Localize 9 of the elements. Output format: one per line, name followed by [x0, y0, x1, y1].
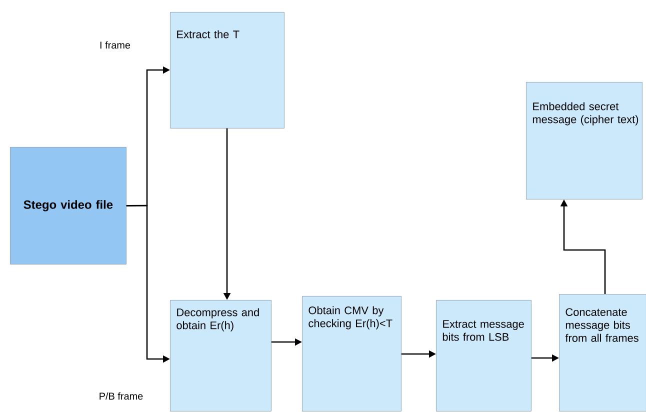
process-box: Obtain CMV by checking Er(h)<T: [302, 296, 402, 412]
frame-label: I frame: [100, 41, 130, 49]
input-box: Stego video file: [10, 147, 126, 264]
frame-label: P/B frame: [100, 392, 143, 400]
process-box: Concatenate message bits from all frames: [559, 294, 646, 412]
process-box: Extract message bits from LSB: [436, 300, 532, 412]
process-box: Decompress and obtain Er(h): [170, 300, 272, 412]
process-box: Embedded secret message (cipher text): [526, 82, 642, 200]
process-box: Extract the T: [170, 12, 284, 128]
